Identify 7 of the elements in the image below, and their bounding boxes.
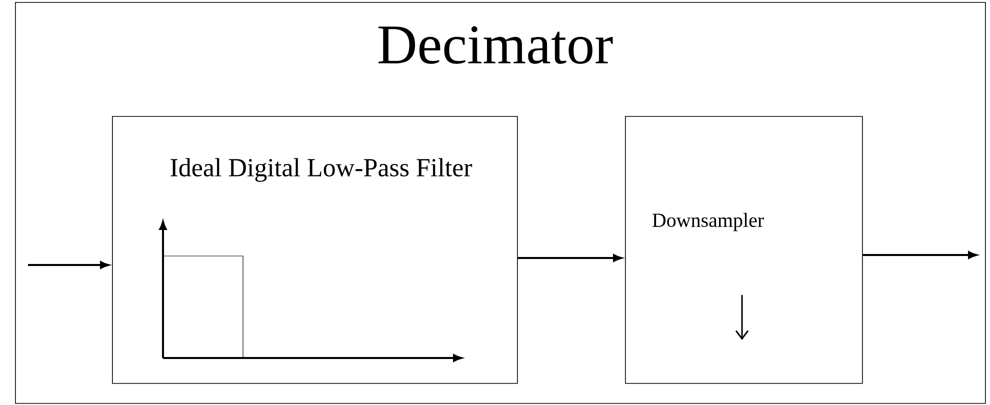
block-label: Ideal Digital Low-Pass Filter xyxy=(170,158,472,182)
arrow xyxy=(28,261,109,269)
arrow xyxy=(518,254,622,262)
arrow xyxy=(862,251,977,259)
title: Decimator xyxy=(378,26,613,64)
block-label: Downsampler xyxy=(652,212,764,232)
frame-box xyxy=(15,2,986,404)
